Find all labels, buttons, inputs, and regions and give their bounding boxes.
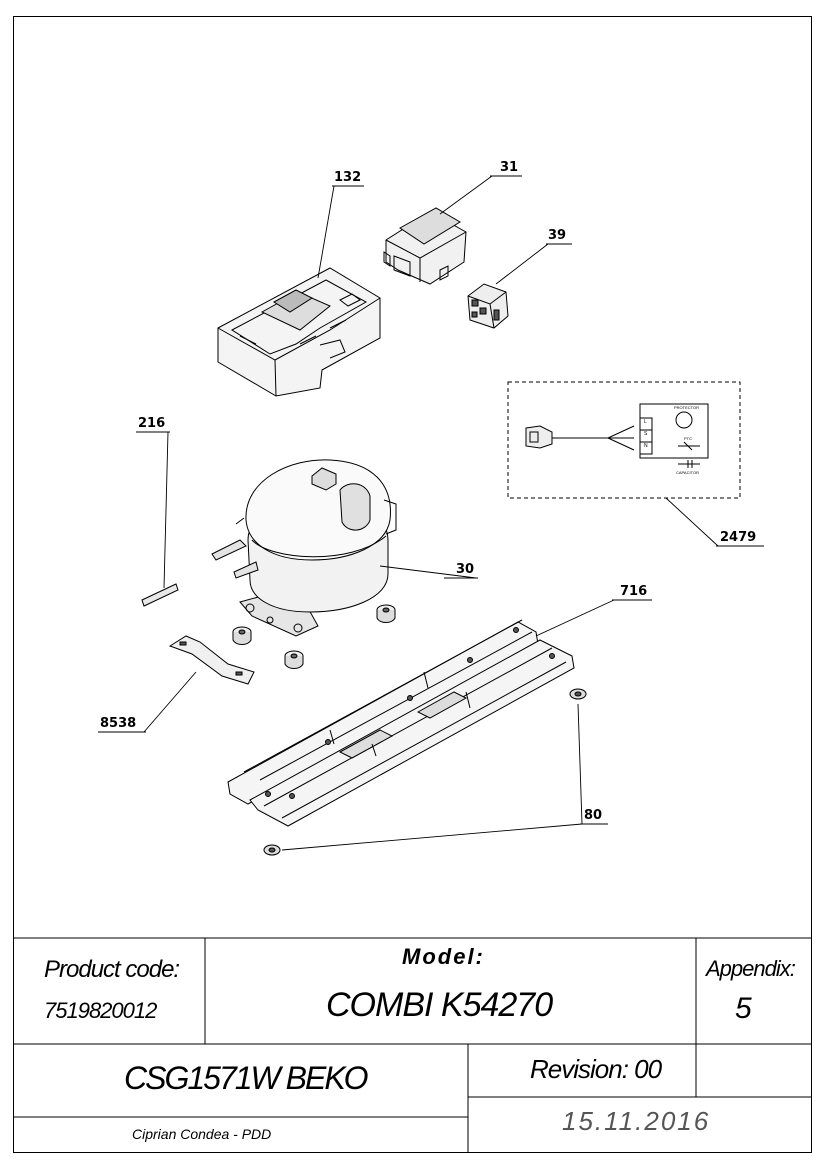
product-code-value: 7519820012: [44, 998, 157, 1023]
revision: Revision: 00: [530, 1054, 662, 1084]
appendix-value: 5: [735, 992, 752, 1025]
wiring-ptc-label: PTC: [684, 436, 692, 441]
callout-2479: 2479: [720, 530, 757, 545]
part-716-mounting-rail: [227, 619, 575, 827]
part-132-cover-box: [217, 267, 381, 397]
callout-leaders: [98, 175, 764, 851]
callout-132: 132: [334, 170, 362, 185]
product-code-label: Product code:: [44, 956, 180, 983]
callout-39: 39: [548, 228, 567, 243]
model-value: COMBI K54270: [326, 986, 553, 1024]
callout-8538: 8538: [100, 716, 137, 731]
product-name: CSG1571W BEKO: [124, 1060, 369, 1096]
callout-716: 716: [620, 584, 648, 599]
author: Ciprian Condea - PDD: [132, 1126, 272, 1142]
part-2479-wiring-box: [507, 381, 741, 499]
wiring-terminal-n: N: [644, 443, 648, 449]
part-216-pin: [141, 583, 179, 607]
title-block-grid: [13, 937, 812, 1153]
part-80-grommets: [263, 688, 587, 856]
callout-31: 31: [500, 160, 519, 175]
callout-30: 30: [456, 562, 475, 577]
part-39-relay: [467, 283, 509, 329]
wiring-capacitor-label: CAPACITOR: [676, 470, 699, 475]
callout-80: 80: [584, 808, 603, 823]
part-8538-bracket: [168, 635, 255, 685]
callout-216: 216: [138, 416, 166, 431]
appendix-label: Appendix:: [706, 956, 796, 981]
rubber-grommets: [232, 604, 396, 669]
wiring-terminal-l: L: [644, 419, 647, 425]
wiring-protector-label: PROTECTOR: [674, 405, 700, 410]
part-31-relay-cover: [383, 207, 467, 285]
part-30-compressor: [211, 459, 397, 637]
date: 15.11.2016: [562, 1106, 711, 1136]
wiring-terminal-s: S: [644, 431, 648, 437]
drawing-sheet-border: [13, 16, 812, 1153]
model-label: Model:: [402, 944, 485, 969]
